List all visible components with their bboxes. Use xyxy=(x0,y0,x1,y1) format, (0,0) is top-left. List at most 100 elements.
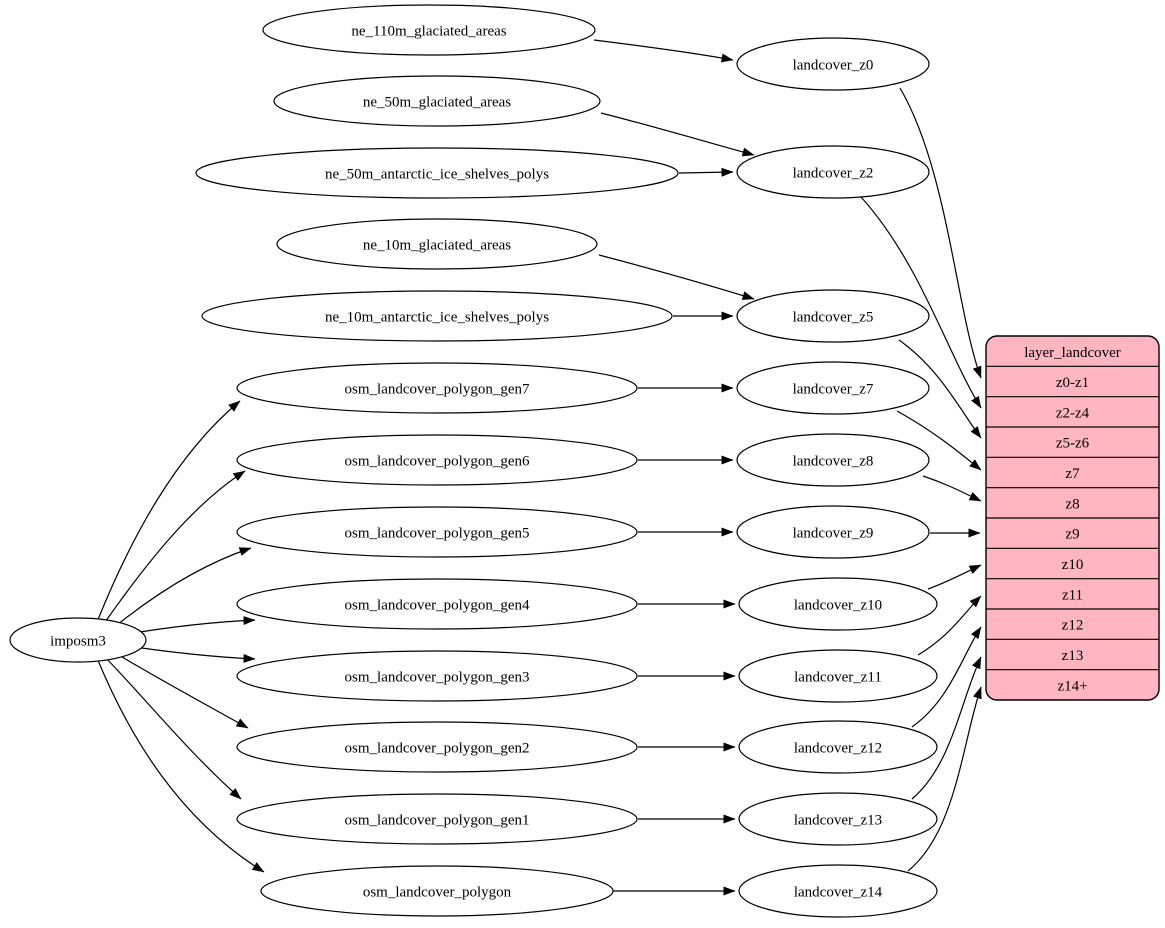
edge-ne110m-to-z0 xyxy=(593,39,734,63)
node-ne-10m-antarctic-ice-shelves-polys: ne_10m_antarctic_ice_shelves_polys xyxy=(201,290,673,342)
node-label: ne_50m_antarctic_ice_shelves_polys xyxy=(325,166,549,182)
edge-imposm3-to-gen6 xyxy=(102,470,246,626)
node-ellipse xyxy=(738,720,938,774)
edge-ne10mglac-to-z5 xyxy=(598,254,755,300)
node-label: ne_10m_antarctic_ice_shelves_polys xyxy=(325,309,549,325)
edge-ne50mglac-to-z2 xyxy=(600,112,755,157)
node-label: landcover_z10 xyxy=(794,597,882,613)
node-osm-landcover-polygon-gen6: osm_landcover_polygon_gen6 xyxy=(236,434,638,486)
node-label: osm_landcover_polygon_gen4 xyxy=(345,597,530,613)
node-ellipse xyxy=(236,721,638,773)
node-label: osm_landcover_polygon_gen7 xyxy=(345,381,530,397)
record-row-label: z5-z6 xyxy=(1056,436,1090,452)
edge-z13-to-row-z13 xyxy=(911,656,982,800)
edge-z14-to-row-z14plus xyxy=(907,686,982,872)
node-ellipse xyxy=(273,75,601,127)
node-osm-landcover-polygon-gen1: osm_landcover_polygon_gen1 xyxy=(236,793,638,845)
record-row-label: z10 xyxy=(1062,557,1084,573)
node-ellipse xyxy=(236,434,638,486)
edge-imposm3-to-gen1 xyxy=(102,654,242,800)
node-label: osm_landcover_polygon_gen3 xyxy=(345,669,530,685)
node-ellipse xyxy=(738,577,938,631)
node-landcover-z12: landcover_z12 xyxy=(738,720,938,774)
node-ellipse xyxy=(195,147,679,199)
node-landcover-z2: landcover_z2 xyxy=(736,145,930,199)
edge-imposm3-to-polygon xyxy=(96,657,265,873)
node-ellipse xyxy=(736,433,930,487)
node-ellipse xyxy=(236,362,638,414)
record-row-label: z13 xyxy=(1062,648,1084,664)
node-label: landcover_z11 xyxy=(794,669,882,685)
edge-imposm3-to-gen5 xyxy=(111,547,252,630)
node-landcover-z13: landcover_z13 xyxy=(738,792,938,846)
node-ellipse xyxy=(736,37,930,91)
node-landcover-z7: landcover_z7 xyxy=(736,361,930,415)
node-ellipse xyxy=(738,792,938,846)
node-label: landcover_z0 xyxy=(793,57,874,73)
record-row-label: z8 xyxy=(1065,496,1079,512)
edge-imposm3-to-gen7 xyxy=(96,400,241,623)
edge-imposm3-to-gen2 xyxy=(111,650,249,729)
node-label: osm_landcover_polygon_gen2 xyxy=(345,740,530,756)
record-row-label: z11 xyxy=(1062,587,1083,603)
node-landcover-z14: landcover_z14 xyxy=(738,864,938,918)
record-row-label: z0-z1 xyxy=(1056,375,1089,391)
edge-z10-to-row-z10 xyxy=(927,564,982,590)
node-label: landcover_z8 xyxy=(793,453,874,469)
node-ellipse xyxy=(236,578,638,630)
node-ellipse xyxy=(736,289,930,343)
edge-z0-to-row-z0z1 xyxy=(899,87,982,379)
node-ellipse xyxy=(276,218,598,270)
node-ellipse xyxy=(236,793,638,845)
node-ne-10m-glaciated-areas: ne_10m_glaciated_areas xyxy=(276,218,598,270)
node-ellipse xyxy=(201,290,673,342)
edges xyxy=(96,39,982,896)
record-layer-landcover: layer_landcover z0-z1 z2-z4 z5-z6 z7 z8 … xyxy=(985,335,1160,701)
node-ne-110m-glaciated-areas: ne_110m_glaciated_areas xyxy=(262,4,596,56)
node-label: landcover_z2 xyxy=(793,165,874,181)
edge-imposm3-to-gen3 xyxy=(127,645,256,663)
node-osm-landcover-polygon: osm_landcover_polygon xyxy=(260,865,614,917)
node-ellipse xyxy=(738,649,938,703)
edge-ne50mant-to-z2 xyxy=(678,167,734,177)
node-label: osm_landcover_polygon_gen6 xyxy=(345,453,530,469)
edge-z12-to-row-z12 xyxy=(911,626,982,728)
node-imposm3: imposm3 xyxy=(9,617,147,663)
record-row-label: z12 xyxy=(1062,618,1084,634)
edge-imposm3-to-gen4 xyxy=(127,616,256,635)
node-ellipse xyxy=(262,4,596,56)
node-osm-landcover-polygon-gen2: osm_landcover_polygon_gen2 xyxy=(236,721,638,773)
node-label: imposm3 xyxy=(50,633,106,649)
node-osm-landcover-polygon-gen5: osm_landcover_polygon_gen5 xyxy=(236,506,638,558)
node-ne-50m-glaciated-areas: ne_50m_glaciated_areas xyxy=(273,75,601,127)
edge-z11-to-row-z11 xyxy=(917,595,982,656)
node-label: landcover_z9 xyxy=(793,525,874,541)
record-title: layer_landcover xyxy=(1024,345,1121,361)
node-label: ne_50m_glaciated_areas xyxy=(363,94,511,110)
edge-z2-to-row-z2z4 xyxy=(860,196,982,409)
edge-z8-to-row-z8 xyxy=(922,475,982,502)
node-ellipse xyxy=(236,650,638,702)
node-ellipse xyxy=(738,864,938,918)
node-label: ne_10m_glaciated_areas xyxy=(363,237,511,253)
node-osm-landcover-polygon-gen7: osm_landcover_polygon_gen7 xyxy=(236,362,638,414)
record-row-label: z2-z4 xyxy=(1056,405,1090,421)
node-osm-landcover-polygon-gen3: osm_landcover_polygon_gen3 xyxy=(236,650,638,702)
node-label: ne_110m_glaciated_areas xyxy=(351,23,506,39)
node-ne-50m-antarctic-ice-shelves-polys: ne_50m_antarctic_ice_shelves_polys xyxy=(195,147,679,199)
node-ellipse xyxy=(736,145,930,199)
node-label: landcover_z12 xyxy=(794,740,882,756)
node-ellipse xyxy=(236,506,638,558)
node-landcover-z5: landcover_z5 xyxy=(736,289,930,343)
node-ellipse xyxy=(9,617,147,663)
node-label: osm_landcover_polygon_gen5 xyxy=(345,525,530,541)
node-landcover-z8: landcover_z8 xyxy=(736,433,930,487)
node-label: osm_landcover_polygon_gen1 xyxy=(345,812,530,828)
record-row-label: z7 xyxy=(1065,466,1080,482)
node-label: landcover_z5 xyxy=(793,309,874,325)
node-label: osm_landcover_polygon xyxy=(363,884,512,900)
edge-z7-to-row-z7 xyxy=(896,410,982,471)
record-row-label: z9 xyxy=(1065,527,1079,543)
